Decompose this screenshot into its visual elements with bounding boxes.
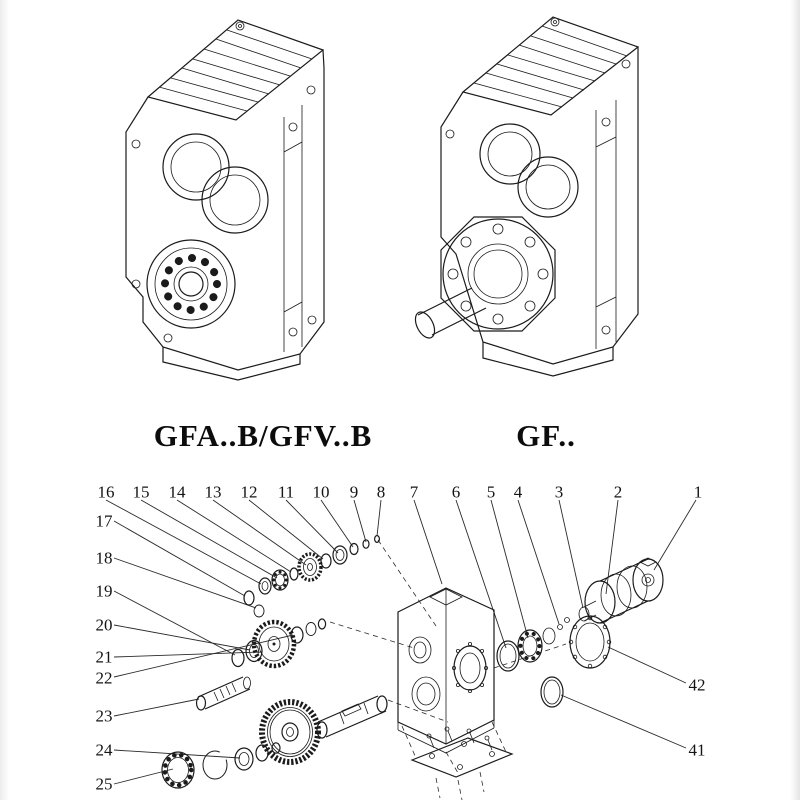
part-ref-42: 42 (688, 675, 706, 695)
exploded-parts-diagram (0, 470, 800, 800)
input-bores (163, 134, 268, 233)
output-shaft (412, 288, 486, 341)
part-ref-13: 13 (204, 482, 222, 502)
output-flange (441, 217, 555, 331)
model-label-gfab: GFA..B/GFV..B (153, 418, 373, 453)
small-ring (272, 743, 280, 753)
part-ref-25: 25 (95, 774, 113, 794)
part-ref-18: 18 (95, 548, 113, 568)
side-frame (284, 105, 302, 352)
part-ref-3: 3 (554, 482, 564, 502)
output-shaft (317, 696, 387, 738)
pinion-shaft (197, 677, 251, 710)
gasket (497, 641, 519, 671)
gfab-gearbox-drawing (88, 2, 400, 402)
construction-lines (330, 540, 566, 800)
bolt-holes (446, 60, 630, 138)
intermediate-gear (254, 622, 294, 666)
spacer-ring (256, 745, 268, 761)
washer (235, 748, 253, 770)
retaining-ring (543, 628, 555, 644)
plate-screws (427, 727, 492, 750)
part-ref-10: 10 (312, 482, 330, 502)
side-frame (596, 100, 616, 349)
part-ref-11: 11 (277, 482, 295, 502)
part-ref-4: 4 (513, 482, 523, 502)
output-bearing-set (162, 743, 280, 788)
model-label-gf: GF.. (516, 418, 576, 453)
part-ref-12: 12 (240, 482, 258, 502)
cooling-fins (463, 17, 638, 115)
flange-bolt-circle (448, 224, 548, 324)
part-ref-15: 15 (132, 482, 150, 502)
part-ref-9: 9 (349, 482, 359, 502)
housing-outline (441, 47, 638, 376)
part-ref-8: 8 (376, 482, 386, 502)
roller-bearing (162, 752, 194, 788)
part-ref-16: 16 (97, 482, 115, 502)
base-feet (483, 342, 613, 376)
circlip (203, 751, 227, 779)
cooling-fins (148, 20, 323, 120)
part-ref-1: 1 (693, 482, 703, 502)
part-ref-19: 19 (95, 581, 113, 601)
terminal-box (640, 558, 656, 566)
housing-outline (126, 50, 324, 380)
output-bearing (147, 240, 235, 328)
part-ref-23: 23 (95, 706, 113, 726)
lifting-eye (551, 18, 559, 26)
gf-gearbox-drawing (398, 2, 710, 402)
gear-housing (398, 588, 494, 753)
input-bearing (518, 630, 542, 662)
pinion-gear (299, 554, 321, 580)
small-bearing (272, 570, 288, 590)
shaft-key (342, 704, 361, 716)
screw (565, 618, 570, 623)
intermediate-gear-stack (232, 619, 326, 667)
part-ref-22: 22 (95, 668, 113, 688)
base-feet (163, 347, 300, 380)
input-side-parts (497, 558, 663, 707)
part-ref-21: 21 (95, 647, 113, 667)
lifting-eye (236, 22, 244, 30)
part-ref-7: 7 (409, 482, 419, 502)
part-ref-14: 14 (168, 482, 186, 502)
output-gear (262, 702, 318, 762)
part-ref-5: 5 (486, 482, 496, 502)
input-unit (579, 558, 663, 623)
adapter-flange (569, 616, 611, 668)
seal-ring (541, 677, 563, 707)
part-ref-2: 2 (613, 482, 623, 502)
screw (558, 625, 563, 630)
part-ref-41: 41 (688, 740, 706, 760)
part-ref-24: 24 (95, 740, 113, 760)
input-bores (480, 124, 578, 217)
bolt-holes (132, 86, 316, 342)
mounting-plate (412, 727, 512, 777)
part-ref-17: 17 (95, 511, 113, 531)
leader-lines (106, 500, 696, 784)
part-ref-20: 20 (95, 615, 113, 635)
upper-shaft-stack (244, 536, 379, 617)
part-ref-6: 6 (451, 482, 461, 502)
ball-ring (165, 258, 217, 310)
